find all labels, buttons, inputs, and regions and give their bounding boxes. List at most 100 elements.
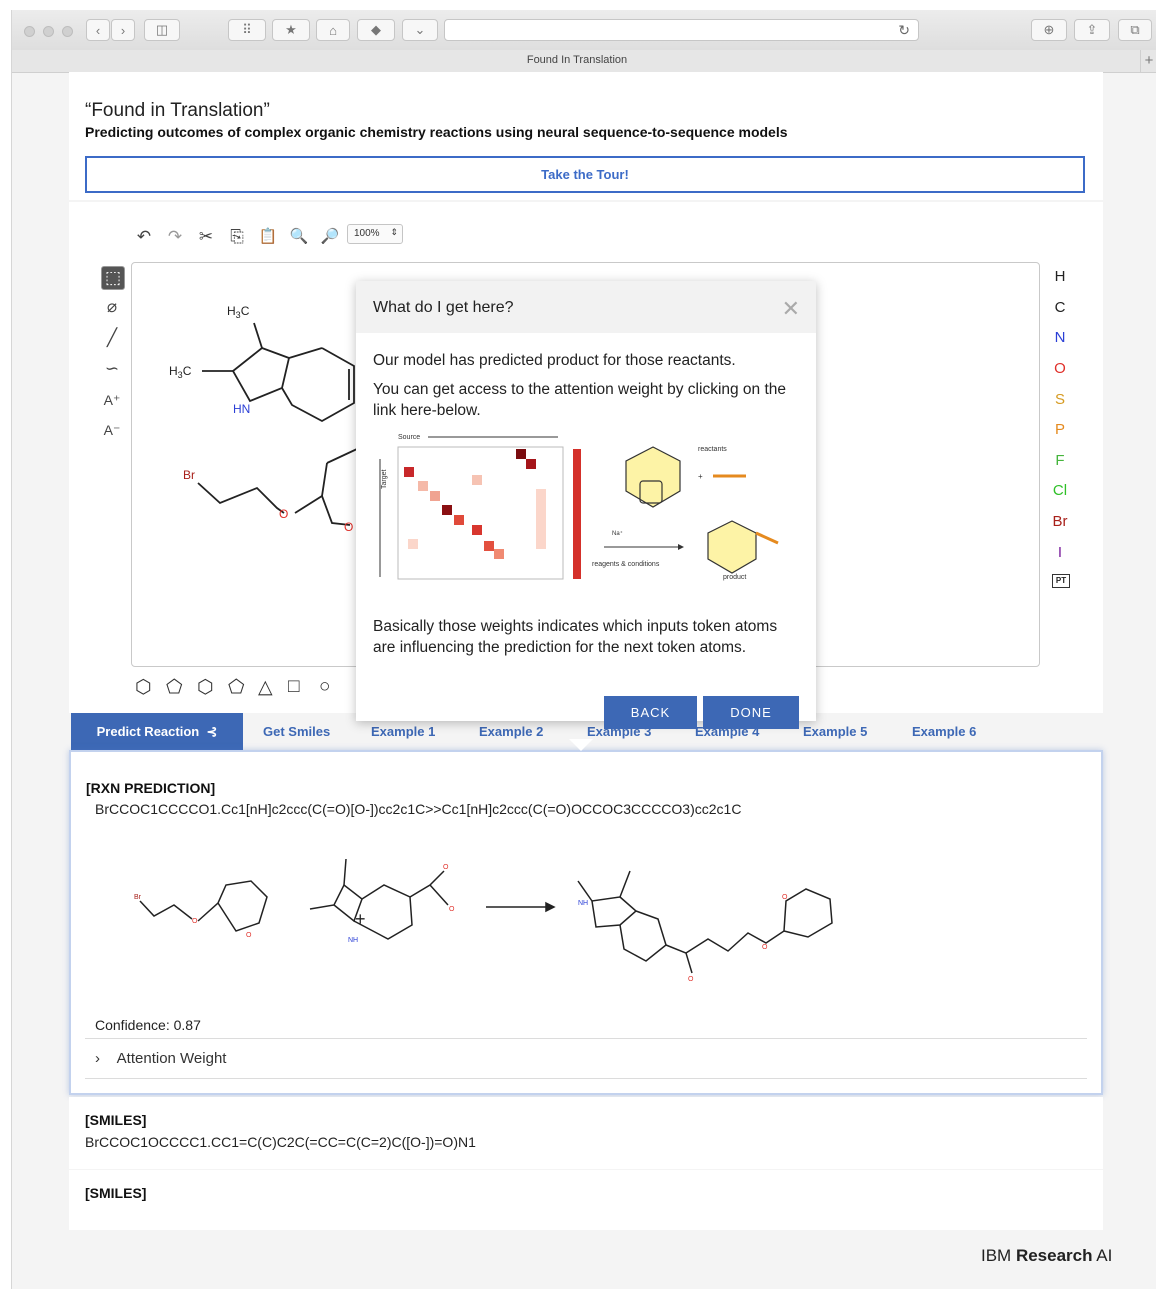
eraser-icon[interactable]: ⌀ (106, 297, 118, 316)
share-button[interactable]: ⇪ (1074, 19, 1110, 41)
attention-weight-label: Attention Weight (116, 1050, 227, 1067)
result-divider-1 (85, 1038, 1087, 1039)
top-sites-button[interactable]: ⠿ (228, 19, 266, 41)
sidebar-icon: ◫ (155, 22, 169, 37)
zoom-value: 100% (354, 228, 380, 239)
heat-cell (454, 515, 464, 525)
heat-cell (408, 539, 418, 549)
reactant-molecule (197, 448, 358, 526)
zoom-window-button[interactable] (62, 26, 73, 37)
home-button[interactable]: ⌂ (316, 19, 350, 41)
close-window-button[interactable] (24, 26, 35, 37)
circle-shape-icon[interactable]: ○ (319, 676, 331, 697)
popover-header: What do I get here? ✕ (356, 281, 816, 333)
smiles-block-2: [SMILES] (69, 1170, 1103, 1230)
tab-example-2[interactable]: Example 2 (479, 724, 544, 739)
reactant2-methyl (343, 858, 347, 886)
reactant-ring (625, 446, 681, 508)
zoom-select[interactable]: 100%⇕ (347, 224, 403, 244)
plus-sign: + (355, 909, 366, 929)
paste-icon[interactable]: 📋 (258, 228, 278, 245)
tab-example-5[interactable]: Example 5 (803, 724, 868, 739)
element-cl[interactable]: Cl (1052, 482, 1068, 499)
prediction-result: [RXN PREDICTION] BrCCOC1CCCCO1.Cc1[nH]c2… (69, 750, 1103, 1095)
attention-weight-toggle[interactable]: › Attention Weight (95, 1050, 226, 1067)
forward-button[interactable]: › (111, 19, 135, 41)
atom-br: Br (134, 894, 142, 901)
done-button[interactable]: DONE (703, 696, 799, 729)
tag-icon: ◆ (371, 22, 381, 37)
atom-o-4: O (449, 906, 455, 913)
pentagon-shape-icon[interactable]: ⬠ (228, 677, 245, 698)
cyclohexane-shape-icon[interactable]: ⬡ (135, 677, 152, 698)
element-br[interactable]: Br (1052, 513, 1068, 530)
figure-na-label: Na⁺ (612, 530, 623, 537)
heat-cell (494, 549, 504, 559)
atom-o-3: O (443, 864, 449, 871)
atom-label-o2: O (344, 520, 353, 534)
chain-icon[interactable]: ∽ (104, 359, 120, 378)
zoom-out-icon[interactable]: 🔎 (320, 228, 340, 245)
element-n[interactable]: N (1054, 329, 1066, 346)
heat-cell (472, 525, 482, 535)
tab-example-1[interactable]: Example 1 (371, 724, 436, 739)
element-s[interactable]: S (1054, 391, 1065, 408)
grid-icon: ⠿ (242, 22, 252, 37)
tabs-overview-button[interactable]: ⧉ (1118, 19, 1152, 41)
tab-predict-reaction[interactable]: Predict Reaction ⊰ (71, 713, 243, 750)
atom-nh-1: NH (348, 937, 358, 944)
tag-button[interactable]: ◆ (357, 19, 395, 41)
figure-arrow-head (678, 544, 684, 550)
heat-cell (526, 459, 536, 469)
pocket-button[interactable]: ⌄ (402, 19, 438, 41)
reload-icon[interactable]: ↻ (898, 22, 910, 38)
hexagon-shape-icon[interactable]: ⬡ (197, 677, 214, 698)
result-divider-2 (85, 1078, 1087, 1079)
cyclopentane-shape-icon[interactable]: ⬠ (166, 677, 183, 698)
smiles-label-1: [SMILES] (85, 1112, 147, 1128)
tab-get-smiles[interactable]: Get Smiles (263, 724, 331, 739)
bond-icon[interactable]: ╱ (106, 328, 118, 347)
triangle-shape-icon[interactable]: △ (258, 677, 273, 698)
back-button-tour[interactable]: BACK (604, 696, 697, 729)
square-shape-icon[interactable]: □ (288, 676, 300, 697)
tab-example-6[interactable]: Example 6 (912, 724, 977, 739)
atom-nh-2: NH (578, 900, 588, 907)
charge-minus-icon[interactable]: A⁻ (103, 422, 121, 438)
reactant2-carbonyl (429, 884, 449, 906)
element-o[interactable]: O (1054, 360, 1066, 377)
new-tab-button[interactable]: + (1140, 50, 1156, 72)
sidebar-button[interactable]: ◫ (144, 19, 180, 41)
tab-title[interactable]: Found In Translation (526, 54, 628, 66)
copy-icon[interactable]: ⎘ (230, 227, 244, 246)
redo-icon[interactable]: ↷ (167, 227, 183, 246)
atom-label-h3c-top: H3C (227, 304, 250, 320)
periodic-table-icon[interactable]: PT (1052, 574, 1070, 588)
address-bar[interactable]: ↻ (444, 19, 919, 41)
zoom-in-icon[interactable]: 🔍 (289, 228, 309, 245)
figure-target-label: Target (381, 469, 388, 489)
element-h[interactable]: H (1054, 268, 1066, 285)
app-title: “Found in Translation” (85, 100, 270, 121)
element-f[interactable]: F (1055, 452, 1065, 469)
reactant1-chain (139, 900, 193, 920)
minimize-window-button[interactable] (43, 26, 54, 37)
element-p[interactable]: P (1054, 421, 1065, 438)
figure-plus-sign: + (698, 472, 703, 481)
indole-molecule (202, 322, 355, 423)
bookmarks-button[interactable]: ★ (272, 19, 310, 41)
brand-research: Research (1015, 1246, 1093, 1265)
home-icon: ⌂ (329, 22, 337, 38)
take-tour-button[interactable]: Take the Tour! (85, 156, 1085, 193)
charge-plus-icon[interactable]: A⁺ (103, 392, 121, 408)
element-c[interactable]: C (1054, 299, 1066, 316)
atom-o-5: O (688, 976, 694, 983)
heatmap-colorbar (573, 449, 581, 579)
close-icon[interactable]: ✕ (781, 296, 800, 321)
element-i[interactable]: I (1057, 544, 1063, 561)
downloads-button[interactable]: ⊕ (1031, 19, 1067, 41)
lasso-select-icon[interactable]: ⬚ (101, 266, 125, 290)
back-button[interactable]: ‹ (86, 19, 110, 41)
cut-icon[interactable]: ✂ (198, 227, 214, 246)
undo-icon[interactable]: ↶ (136, 227, 152, 246)
